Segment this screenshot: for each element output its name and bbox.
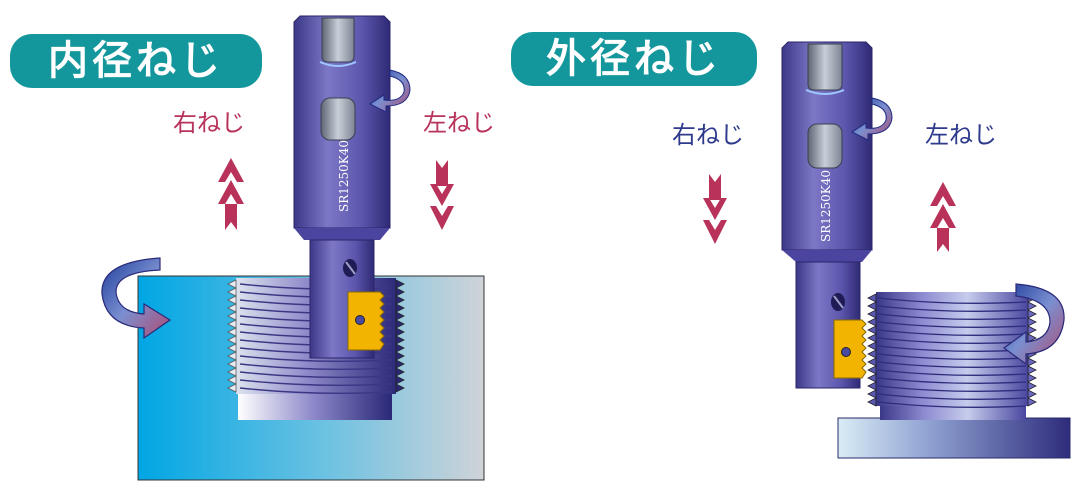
- internal-tool-rotation-arrow: [368, 69, 411, 113]
- thread-tooth: [395, 303, 405, 313]
- thread-tooth: [1027, 373, 1037, 383]
- thread-tooth: [1027, 397, 1037, 407]
- thread-tooth: [1027, 325, 1037, 335]
- thread-tooth: [395, 367, 405, 377]
- thread-tooth: [867, 381, 877, 391]
- internal-right-hand-label: 右ねじ: [173, 109, 245, 137]
- external-workpiece-rotation-arrow: [1002, 283, 1065, 366]
- internal-right-hand-up-arrow: [218, 158, 244, 230]
- thread-line: [877, 329, 1027, 336]
- thread-tooth: [867, 397, 877, 407]
- thread-line: [877, 305, 1027, 312]
- thread-tooth: [867, 325, 877, 335]
- thread-line: [877, 321, 1027, 328]
- thread-tooth: [1027, 317, 1037, 327]
- thread-tooth: [867, 317, 877, 327]
- thread-tooth: [227, 367, 237, 377]
- thread-tooth: [227, 279, 237, 289]
- thread-line: [877, 385, 1027, 392]
- thread-tooth: [867, 357, 877, 367]
- thread-tooth: [227, 375, 237, 385]
- thread-line: [239, 371, 393, 379]
- internal-threading-tool: SR1250K40: [293, 15, 391, 359]
- internal-workpiece-rotation-arrow: [101, 257, 172, 340]
- thread-tooth: [395, 327, 405, 337]
- external-workpiece-base: [837, 417, 1071, 459]
- internal-left-hand-down-arrow: [430, 160, 454, 230]
- thread-line: [877, 297, 1027, 304]
- external-left-hand-up-arrow: [930, 182, 956, 252]
- thread-tooth: [867, 293, 877, 303]
- internal-tool-code: SR1250K40: [337, 140, 351, 212]
- thread-tooth: [1027, 301, 1037, 311]
- thread-tooth: [227, 383, 237, 393]
- thread-tooth: [395, 375, 405, 385]
- external-thread-insert: [833, 319, 867, 379]
- thread-line: [239, 363, 393, 371]
- thread-tooth: [867, 365, 877, 375]
- thread-line: [877, 377, 1027, 384]
- thread-tooth: [1027, 365, 1037, 375]
- external-right-hand-down-arrow: [703, 174, 727, 244]
- external-thread-banner: 外径ねじ: [511, 32, 757, 86]
- thread-line: [239, 379, 393, 387]
- thread-tooth: [227, 359, 237, 369]
- thread-tooth: [395, 319, 405, 329]
- thread-tooth: [867, 341, 877, 351]
- thread-tooth: [867, 389, 877, 399]
- thread-tooth: [395, 311, 405, 321]
- internal-thread-banner: 内径ねじ: [10, 34, 262, 88]
- thread-tooth: [227, 351, 237, 361]
- thread-tooth: [227, 327, 237, 337]
- thread-tooth: [867, 301, 877, 311]
- thread-line: [877, 401, 1027, 408]
- thread-tooth: [1027, 389, 1037, 399]
- thread-tooth: [227, 343, 237, 353]
- thread-tooth: [867, 309, 877, 319]
- thread-line: [877, 393, 1027, 400]
- thread-tooth: [227, 303, 237, 313]
- external-left-hand-label: 左ねじ: [925, 121, 997, 149]
- thread-tooth: [867, 373, 877, 383]
- thread-line: [877, 369, 1027, 376]
- thread-tooth: [395, 287, 405, 297]
- thread-tooth: [1027, 309, 1037, 319]
- thread-tooth: [227, 311, 237, 321]
- thread-tooth: [395, 343, 405, 353]
- external-right-hand-label: 右ねじ: [672, 121, 744, 149]
- thread-tooth: [227, 287, 237, 297]
- thread-line: [239, 355, 393, 363]
- external-tool-rotation-arrow: [850, 97, 893, 141]
- thread-tooth: [867, 349, 877, 359]
- internal-thread-insert: [347, 291, 385, 351]
- thread-tooth: [1027, 357, 1037, 367]
- thread-line: [877, 337, 1027, 344]
- external-thread-neck: [880, 404, 1026, 420]
- external-thread-body: [867, 292, 1037, 408]
- thread-tooth: [395, 359, 405, 369]
- external-tool-code: SR1250K40: [819, 170, 833, 242]
- internal-thread-title: 内径ねじ: [48, 38, 224, 84]
- thread-tooth: [1027, 381, 1037, 391]
- thread-line: [877, 361, 1027, 368]
- internal-bore-recess: [238, 394, 392, 420]
- thread-tooth: [395, 383, 405, 393]
- thread-tooth: [867, 333, 877, 343]
- thread-tooth: [395, 351, 405, 361]
- thread-tooth: [227, 295, 237, 305]
- thread-tooth: [395, 295, 405, 305]
- thread-line: [239, 387, 393, 395]
- thread-tooth: [227, 335, 237, 345]
- thread-line: [877, 313, 1027, 320]
- thread-tooth: [227, 319, 237, 329]
- external-thread-panel: 外径ねじ SR1250K40: [511, 32, 1071, 459]
- internal-left-hand-label: 左ねじ: [423, 109, 495, 137]
- thread-tooth: [395, 335, 405, 345]
- thread-tooth: [1027, 333, 1037, 343]
- thread-line: [877, 353, 1027, 360]
- thread-tooth: [395, 279, 405, 289]
- internal-thread-panel: 内径ねじ SR1250K40: [10, 15, 495, 481]
- external-thread-title: 外径ねじ: [546, 36, 722, 82]
